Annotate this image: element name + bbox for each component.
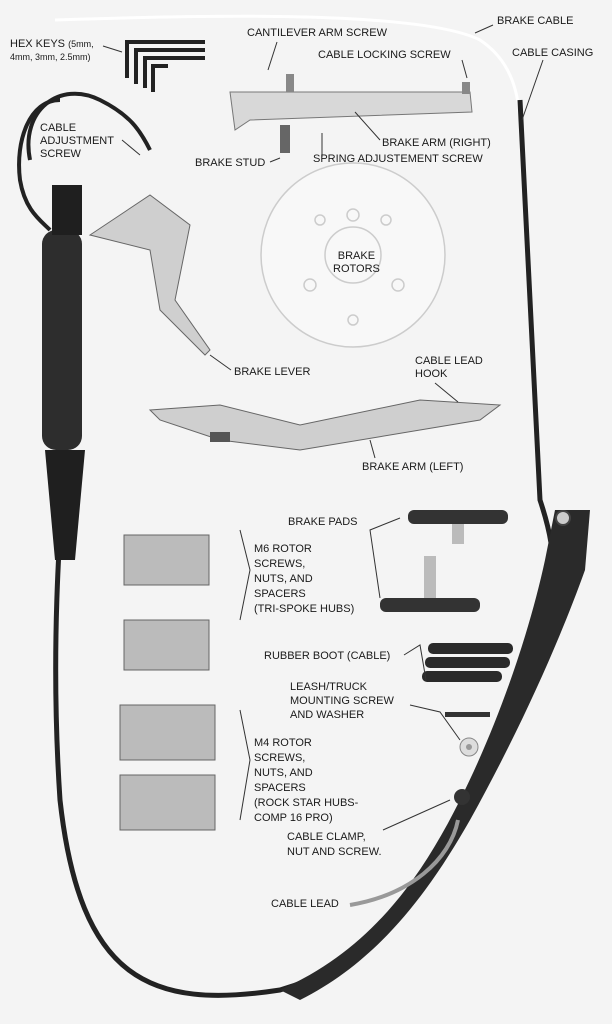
- mounting-screw-icon: [445, 712, 490, 717]
- label-cable-casing: CABLE CASING: [512, 47, 594, 59]
- label-brake-lever: BRAKE LEVER: [234, 366, 311, 378]
- label-brake-cable: BRAKE CABLE: [497, 15, 574, 27]
- label-cable-lead: CABLE LEAD: [271, 898, 339, 910]
- rubber-boots-icon: [422, 643, 513, 682]
- label-m6-rotor-screws: M6 ROTOR SCREWS, NUTS, AND SPACERS (TRI-…: [254, 543, 355, 615]
- brake-lever-icon: [88, 194, 211, 356]
- hex-keys-icon: [125, 40, 205, 92]
- label-brake-arm-right: BRAKE ARM (RIGHT): [382, 137, 491, 149]
- label-cable-clamp: CABLE CLAMP, NUT AND SCREW.: [287, 831, 382, 858]
- m6-rotor-screws-icon: [123, 534, 210, 671]
- label-leash-truck-screw: LEASH/TRUCK MOUNTING SCREW AND WASHER: [290, 681, 394, 721]
- label-brake-rotors: BRAKE ROTORS: [333, 250, 380, 275]
- label-spring-adjustment-screw: SPRING ADJUSTEMENT SCREW: [313, 153, 483, 165]
- hex-keys-sizes: (5mm,: [68, 39, 94, 49]
- brake-rotor-icon: [260, 162, 446, 348]
- leader-lines: [102, 24, 544, 831]
- label-brake-stud: BRAKE STUD: [195, 157, 266, 169]
- brake-arm-right-icon: [229, 74, 473, 153]
- label-cable-adjustment-screw: CABLE ADJUSTMENT SCREW: [40, 122, 114, 160]
- brake-cable: [54, 14, 522, 121]
- cable-lead-icon: [349, 819, 460, 907]
- hex-keys-text: HEX KEYS: [10, 38, 66, 50]
- brake-pads-icon: [380, 510, 508, 612]
- label-rubber-boot: RUBBER BOOT (CABLE): [264, 650, 391, 662]
- label-brake-pads: BRAKE PADS: [288, 516, 358, 528]
- leash-strap: [280, 510, 590, 1000]
- label-hex-keys: HEX KEYS (5mm, 4mm, 3mm, 2.5mm): [10, 38, 94, 64]
- m4-rotor-screws-icon: [119, 704, 216, 831]
- label-brake-arm-left: BRAKE ARM (LEFT): [362, 461, 464, 473]
- hex-keys-sizes-2: 4mm, 3mm, 2.5mm): [10, 52, 91, 62]
- leash-grommet: [555, 510, 571, 526]
- cable-clamp-icon: [454, 789, 470, 805]
- label-cable-lead-hook: CABLE LEAD HOOK: [415, 355, 483, 380]
- brake-arm-left-icon: [148, 399, 502, 451]
- label-cantilever-arm-screw: CANTILEVER ARM SCREW: [247, 27, 387, 39]
- label-m4-rotor-screws: M4 ROTOR SCREWS, NUTS, AND SPACERS (ROCK…: [254, 737, 359, 824]
- grip-handle: [42, 230, 82, 450]
- label-cable-locking-screw: CABLE LOCKING SCREW: [318, 49, 451, 61]
